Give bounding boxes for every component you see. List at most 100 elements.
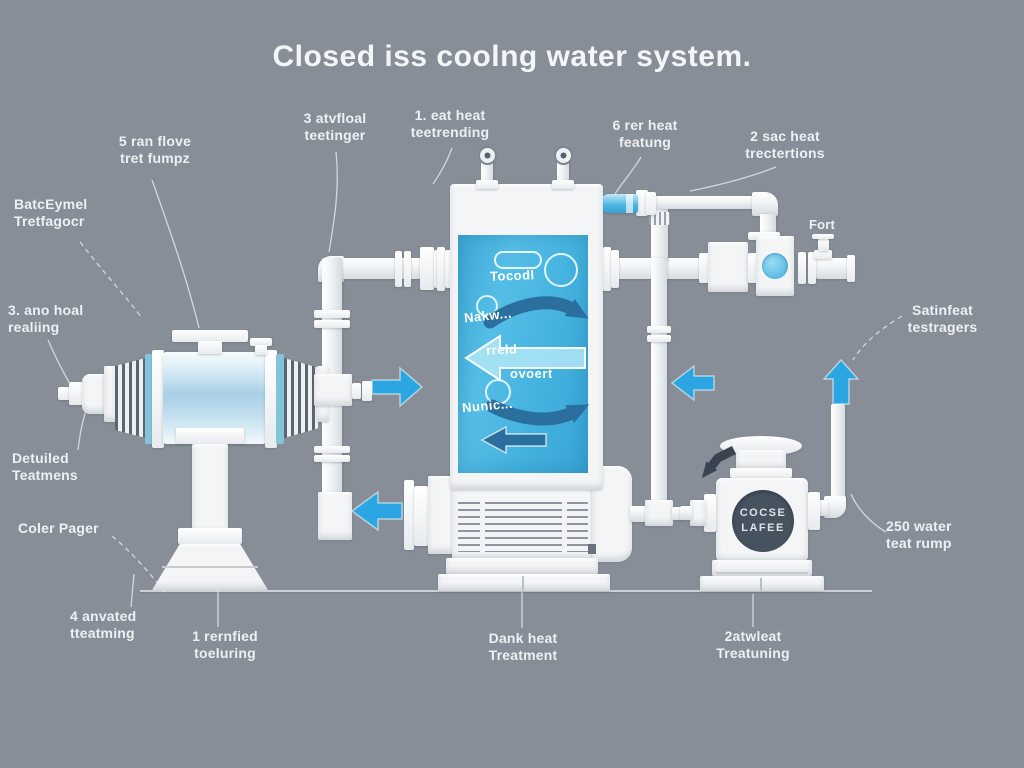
pedestal-top-flange <box>176 428 244 444</box>
flow-arrow-left-icon <box>670 364 715 402</box>
valve-handwheel-icon <box>478 146 497 165</box>
flow-arrow-left-icon <box>350 490 403 532</box>
exchanger-top-stem <box>198 341 222 354</box>
valve-handwheel-icon <box>554 146 573 165</box>
leader-line <box>328 151 338 253</box>
nozzle-fitting <box>636 190 648 216</box>
pump-suction-nozzle <box>690 500 706 526</box>
flow-arrow-right-icon <box>371 366 424 408</box>
stub-fitting <box>352 383 361 399</box>
callout-heat-treatment-6: 6 rer heat featung <box>612 117 678 151</box>
pipe-flange <box>314 446 350 453</box>
pipe-flange <box>647 326 671 333</box>
leader-line <box>47 339 71 385</box>
exchanger-vent-stem <box>255 345 267 355</box>
exchanger-seal-ring <box>276 354 284 444</box>
tank-label: rreld <box>485 341 518 358</box>
callout-heat-treatment-2: 2 sac heat trectertions <box>745 128 825 162</box>
pipe-flange <box>647 335 671 342</box>
pipe-end-fitting <box>318 492 352 540</box>
callout-heat-treatment-1: 1. eat heat teetrending <box>410 107 490 141</box>
exchanger-flange <box>152 350 164 448</box>
pump-suction-tip <box>680 506 692 520</box>
stub-fitting <box>362 381 372 401</box>
callout-rectified-treatment: 1 rernfied toeluring <box>192 628 258 662</box>
exchanger-end-cap <box>82 374 105 414</box>
pipe-pump-feed-vertical <box>651 258 667 508</box>
leader-line <box>432 147 453 185</box>
port-valve-handle <box>812 234 834 239</box>
callout-dark-heat-treatment: Dank heat Treatment <box>488 630 558 664</box>
pipe-flange <box>808 252 816 284</box>
callout-exchanger: BatcEymel Tretfagocr <box>14 196 88 230</box>
exchanger-fins-right <box>284 358 318 438</box>
pump-discharge-flange <box>808 492 820 530</box>
flow-arrow-up-icon <box>822 358 860 405</box>
ground-line <box>140 590 872 592</box>
motor-base <box>446 558 598 574</box>
callout-strainers-right: Satinfeat testragers <box>907 302 978 336</box>
motor-lug <box>588 544 596 554</box>
motor-base-tick <box>522 576 524 591</box>
callout-activated-treatment: 4 anvated tteatming <box>70 608 137 642</box>
leader-line <box>151 179 200 329</box>
motor-fin-divider <box>480 502 485 552</box>
tank-valve-stem <box>481 160 493 186</box>
valve-body <box>420 247 434 290</box>
tank-label: ovoert <box>510 366 553 381</box>
pump-badge: COCSE LAFEE <box>732 490 794 552</box>
callout-detailed-treatments: Detuiled Teatmens <box>12 450 78 484</box>
pipe-flange <box>314 320 350 328</box>
pump-base-plate <box>700 576 824 591</box>
pump-neck <box>736 450 786 470</box>
exchanger-flange <box>265 350 277 448</box>
pump-suction-flange <box>704 494 716 532</box>
leader-line <box>689 166 777 192</box>
pump-base-line <box>716 572 808 574</box>
sight-glass-window <box>762 253 788 279</box>
pipe-elbow-pump <box>824 496 846 518</box>
exchanger-nozzle <box>69 382 83 405</box>
pipe-flange <box>748 253 758 283</box>
pipe-pump-discharge <box>831 404 845 504</box>
nozzle-band <box>626 194 633 213</box>
cross-fitting <box>314 374 352 406</box>
diagram-title: Closed iss coolng water system. <box>272 40 752 73</box>
pipe-flange <box>699 253 709 283</box>
exchanger-top-flange <box>172 330 248 342</box>
tank-valve-stem <box>557 160 569 186</box>
pedestal-base-line <box>162 566 258 568</box>
exchanger-nozzle-tip <box>58 387 70 400</box>
motor-fins <box>458 502 588 552</box>
callout-saturated-treatment: 2atwleat Treatuning <box>716 628 790 662</box>
motor-fin-divider <box>562 502 567 552</box>
pipe-end-cap <box>847 255 855 282</box>
tank-flange <box>611 250 619 288</box>
exchanger-seal-ring <box>145 354 153 444</box>
pipe-flange <box>314 310 350 318</box>
tank-label: Tocodl <box>489 267 535 284</box>
inline-device-box <box>708 242 748 292</box>
callout-fan-flow-pumps: 5 ran flove tret fumpz <box>118 133 192 167</box>
exchanger-fins-left <box>115 358 146 438</box>
pipe-top-right-horizontal <box>648 196 756 209</box>
pump-badge-text: LAFEE <box>741 522 785 534</box>
tank-flange <box>437 247 445 291</box>
exchanger-ring <box>104 366 116 422</box>
pipe-right-horizontal-2 <box>816 258 850 279</box>
callout-airflow-strainer: 3 atvfloal teetinger <box>303 110 367 144</box>
leader-line <box>130 573 135 608</box>
pump-collar <box>730 468 792 478</box>
pedestal-column <box>192 444 228 544</box>
pipe-flange <box>395 251 402 287</box>
motor-step <box>428 476 454 554</box>
pedestal-collar <box>178 528 242 544</box>
motor-base-plate <box>438 574 610 591</box>
tank-valve-base <box>476 180 498 189</box>
callout-color-pager: Coler Pager <box>18 520 99 536</box>
motor-end-plate <box>404 480 414 550</box>
callout-heat-treatment-3: 3. ano hoal realiing <box>8 302 84 336</box>
port-valve-body <box>818 239 829 251</box>
callout-port: Fort <box>808 217 836 232</box>
